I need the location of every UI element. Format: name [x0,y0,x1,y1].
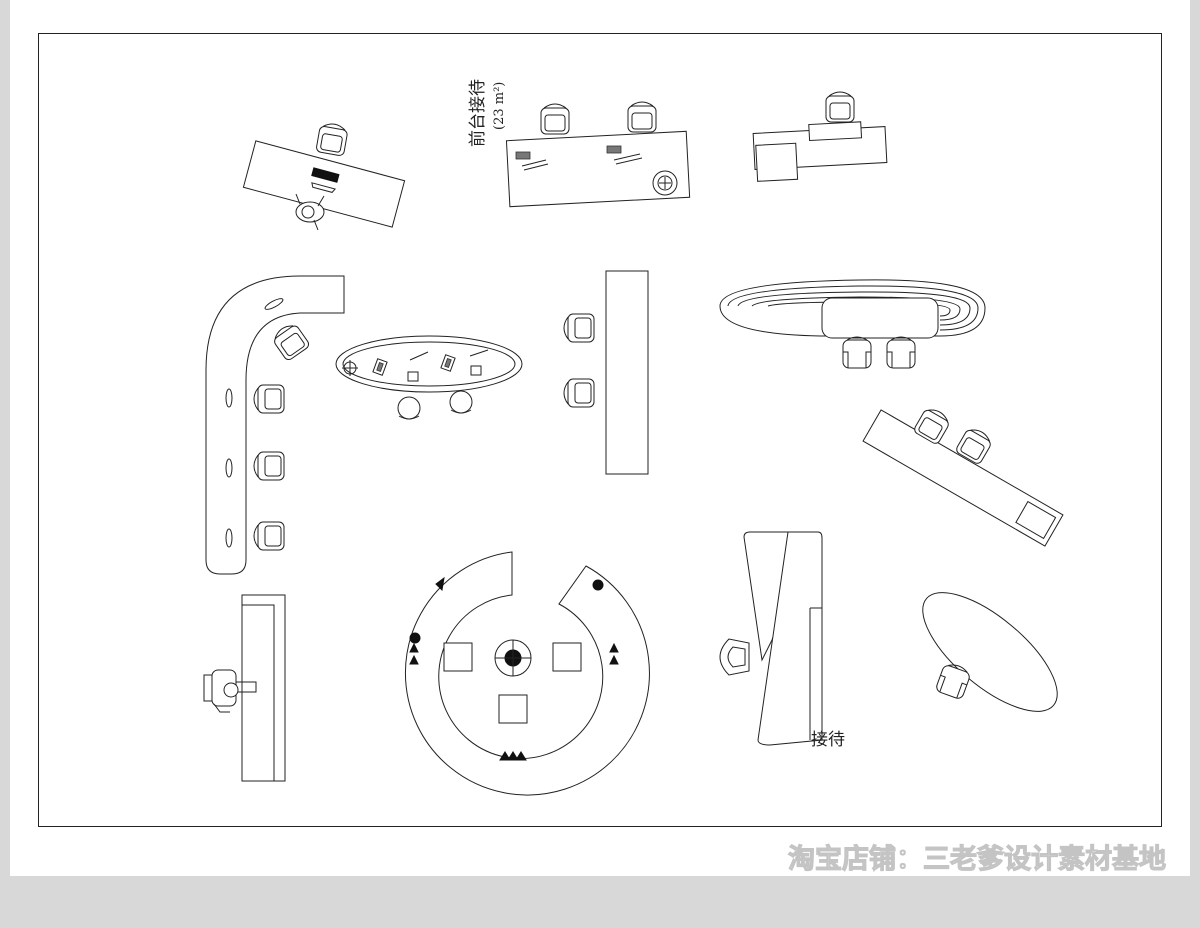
tilted-desk-with-person [242,121,406,231]
shop-watermark: 淘宝店铺：三老爹设计素材基地 [788,843,1166,875]
tall-rectangular-counter [563,270,649,475]
curved-layered-reception [719,279,986,369]
drawing-frame [38,33,1162,827]
tilted-long-counter [862,404,1064,547]
curved-l-counter [205,275,345,575]
oval-table-with-chair [922,592,1058,712]
front-reception-desk [505,101,691,208]
circular-reception [404,551,650,796]
front-desk-label: 前台接待 [468,79,488,147]
angled-reception-desk [719,531,823,746]
small-desk-with-office-chair [203,594,286,782]
front-desk-area-label: (23 m²) [492,82,507,130]
elliptical-bar-table [335,335,523,420]
top-right-desk [752,91,888,182]
reception-label: 接待 [811,730,845,750]
